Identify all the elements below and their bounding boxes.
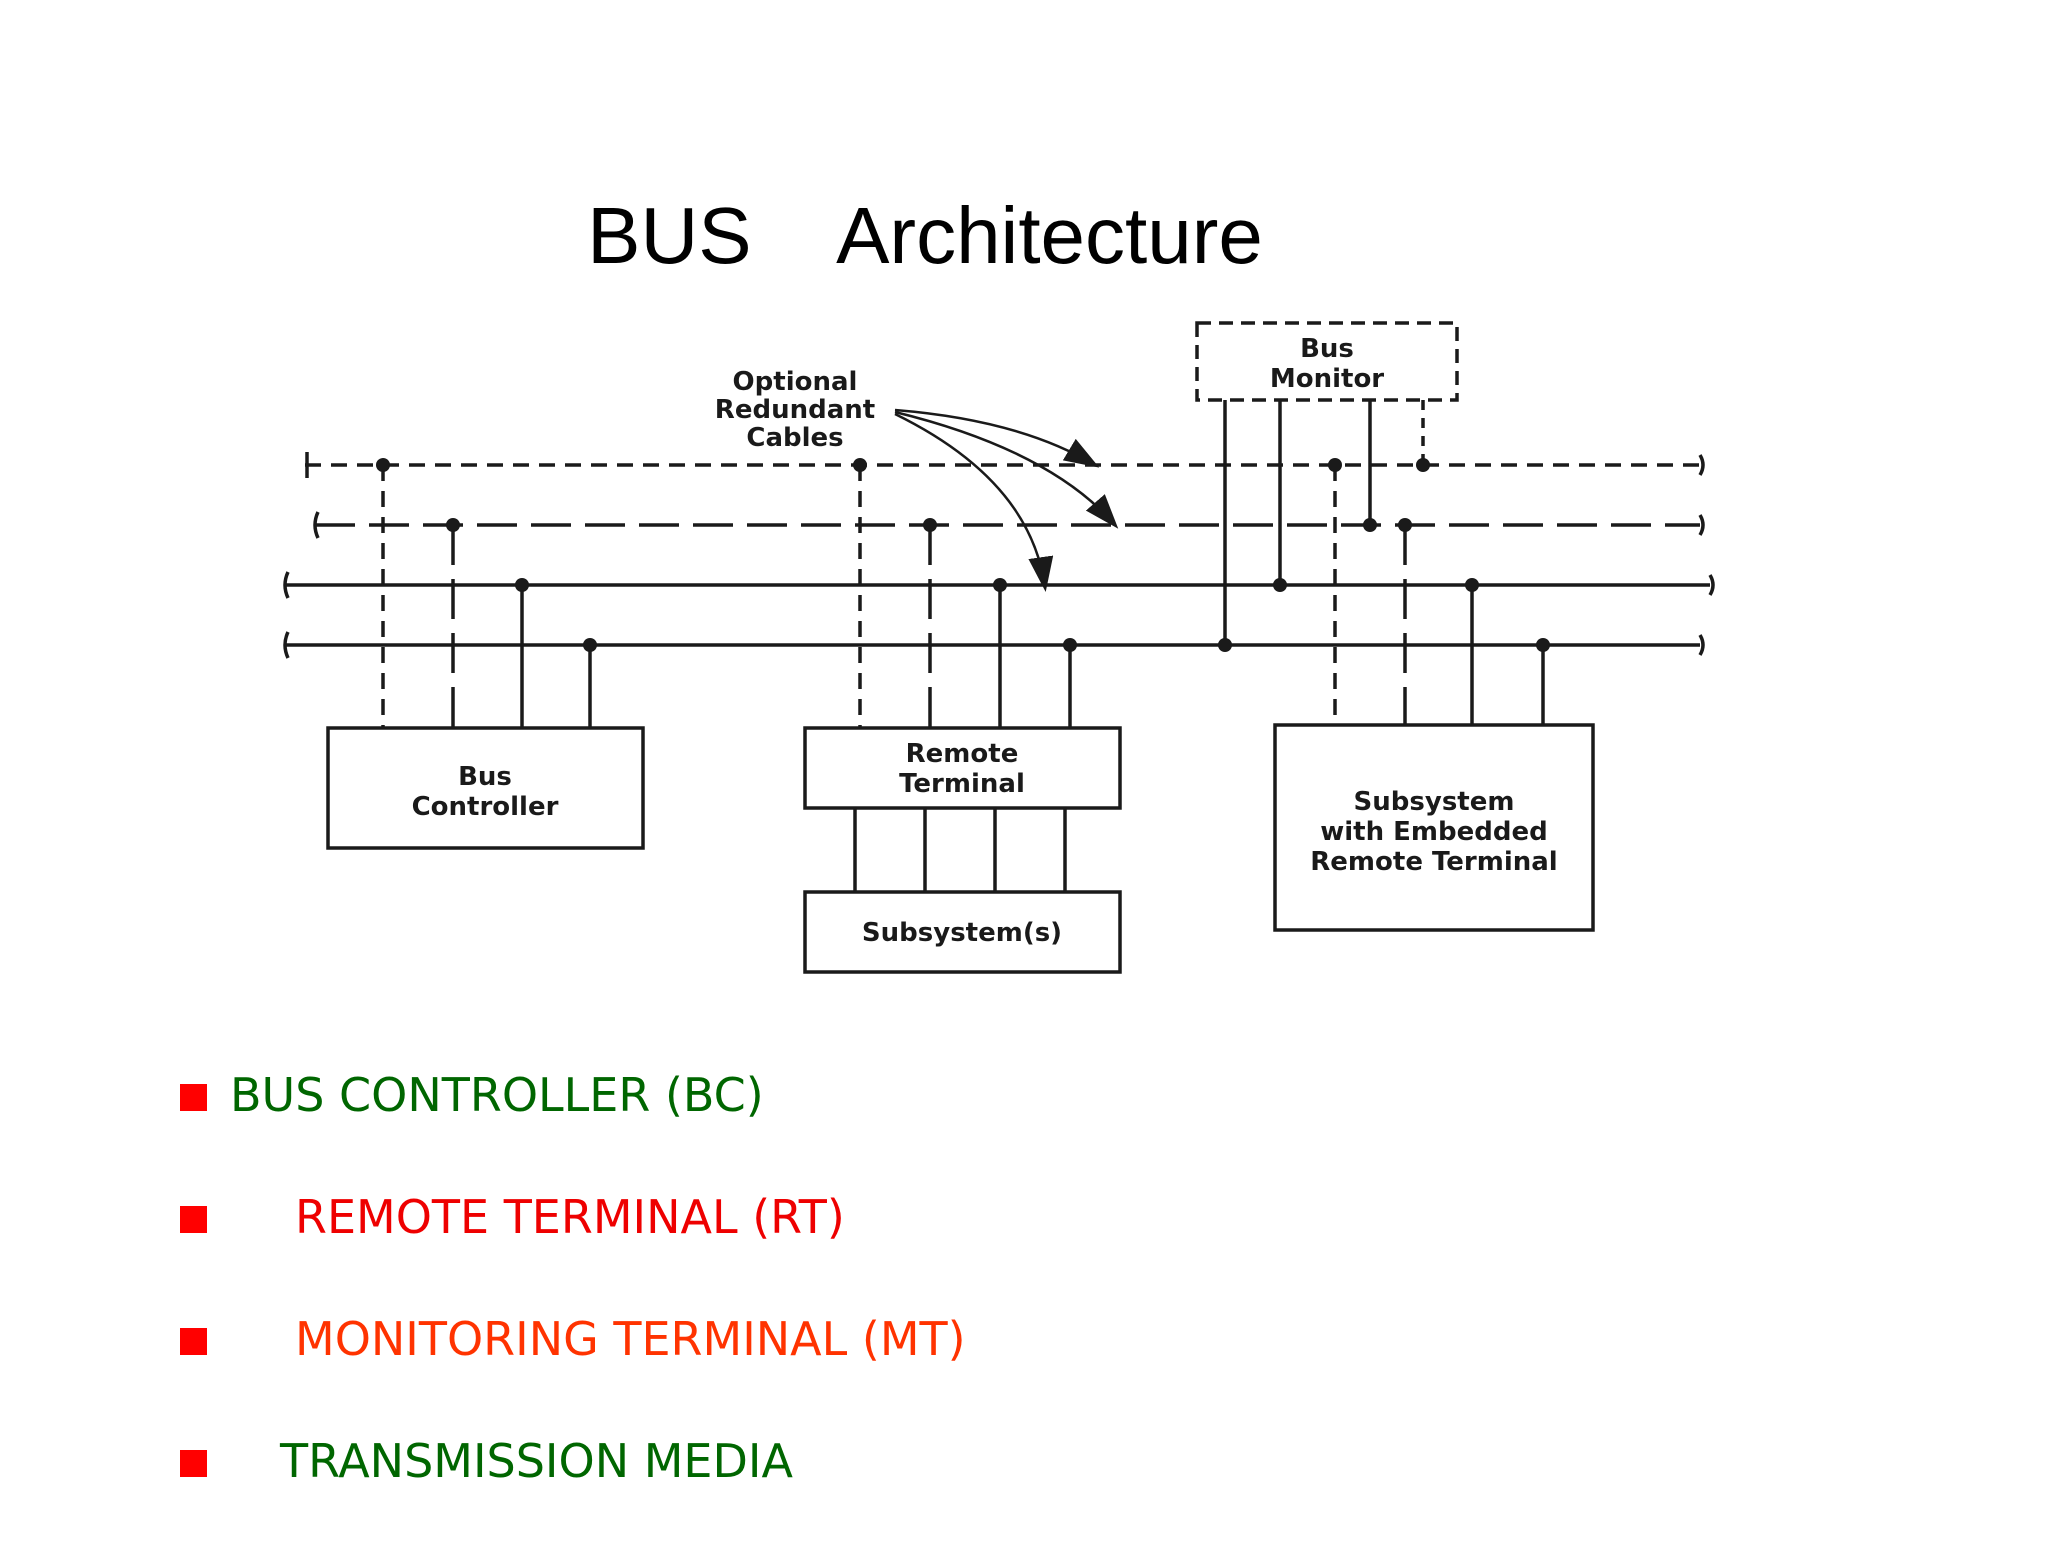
bullet-text: BUS CONTROLLER (BC) — [230, 1068, 764, 1122]
diagram-labels: Optional Redundant Cables Bus Monitor Bu… — [412, 334, 1558, 948]
embedded-rt-label-1: Subsystem — [1354, 787, 1515, 817]
square-bullet-icon — [180, 1206, 207, 1233]
junction-dots — [376, 458, 1550, 652]
connection-stubs — [381, 400, 1545, 892]
bullet-item-monitoring-terminal: MONITORING TERMINAL (MT) — [180, 1304, 1380, 1426]
redundant-cable-arrows — [894, 408, 1119, 592]
bullet-text: REMOTE TERMINAL (RT) — [295, 1190, 845, 1244]
remote-terminal-label-1: Remote — [906, 739, 1019, 769]
label-cables-2: Redundant — [715, 395, 875, 425]
bus-controller-label-1: Bus — [458, 762, 512, 792]
square-bullet-icon — [180, 1450, 207, 1477]
subsystems-label: Subsystem(s) — [862, 918, 1062, 948]
bus-controller-box — [326, 726, 645, 850]
bullet-text: MONITORING TERMINAL (MT) — [295, 1312, 966, 1366]
slide-title: BUS Architecture — [587, 191, 1263, 280]
bus-monitor-label-1: Bus — [1300, 334, 1354, 364]
bullet-item-transmission-media: TRANSMISSION MEDIA — [180, 1426, 1380, 1548]
square-bullet-icon — [180, 1328, 207, 1355]
component-boxes — [326, 321, 1595, 974]
remote-terminal-label-2: Terminal — [899, 769, 1025, 799]
embedded-rt-box — [1273, 723, 1595, 932]
bullet-item-remote-terminal: REMOTE TERMINAL (RT) — [180, 1182, 1380, 1304]
bullet-text: TRANSMISSION MEDIA — [280, 1434, 793, 1488]
bullet-list: BUS CONTROLLER (BC) REMOTE TERMINAL (RT)… — [180, 1060, 1380, 1548]
embedded-rt-label-2: with Embedded — [1320, 817, 1548, 847]
bus-monitor-box — [1195, 321, 1459, 402]
subsystems-box — [803, 890, 1122, 974]
label-cables-1: Optional — [733, 367, 858, 397]
remote-terminal-box — [803, 726, 1122, 810]
bus-monitor-label-2: Monitor — [1270, 364, 1384, 394]
square-bullet-icon — [180, 1084, 207, 1111]
bullet-item-bus-controller: BUS CONTROLLER (BC) — [180, 1060, 1380, 1182]
embedded-rt-label-3: Remote Terminal — [1310, 847, 1557, 877]
bus-controller-label-2: Controller — [412, 792, 559, 822]
label-cables-3: Cables — [746, 423, 843, 453]
